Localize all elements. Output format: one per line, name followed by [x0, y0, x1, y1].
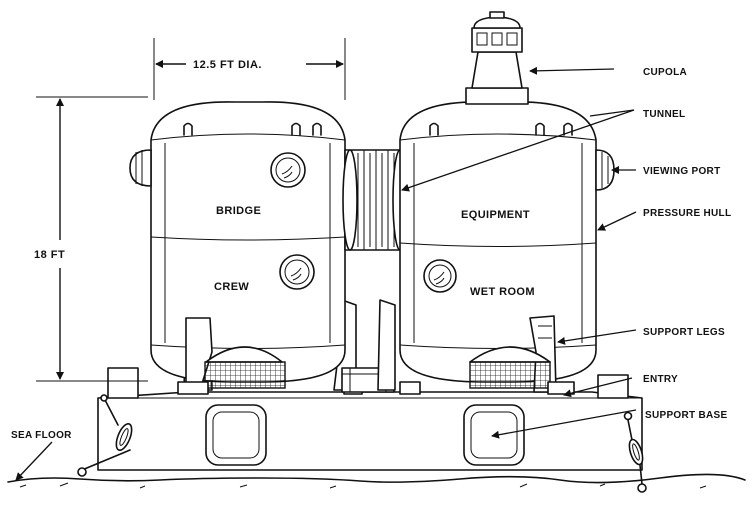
callout-viewing-port: VIEWING PORT [611, 166, 721, 177]
diameter-label: 12.5 FT DIA. [193, 59, 262, 71]
room-label-equipment: EQUIPMENT [461, 209, 530, 221]
callout-tunnel: TUNNEL [401, 109, 685, 192]
callout-pressure-hull: PRESSURE HULL [597, 208, 731, 231]
callout-sea-floor-label: SEA FLOOR [11, 430, 72, 441]
callout-support-base: SUPPORT BASE [491, 409, 728, 439]
callout-cupola: CUPOLA [529, 66, 687, 78]
callout-tunnel-label: TUNNEL [643, 109, 685, 120]
height-dimension: 18 FT [34, 96, 148, 382]
room-label-wet-room: WET ROOM [470, 286, 535, 298]
callout-support-base-label: SUPPORT BASE [645, 410, 728, 421]
callout-pressure-hull-label: PRESSURE HULL [643, 208, 731, 219]
diameter-dimension: 12.5 FT DIA. [153, 38, 346, 100]
callout-support-legs: SUPPORT LEGS [557, 327, 725, 345]
callout-support-legs-label: SUPPORT LEGS [643, 327, 725, 338]
callout-viewing-port-label: VIEWING PORT [643, 166, 721, 177]
sea-floor-line [7, 473, 746, 489]
callout-entry: ENTRY [563, 374, 678, 398]
room-label-bridge: BRIDGE [216, 205, 261, 217]
tunnel [341, 149, 408, 393]
cupola [465, 11, 529, 105]
right-pressure-hull [377, 101, 615, 395]
height-label: 18 FT [34, 249, 65, 261]
left-pressure-hull [129, 101, 363, 395]
callout-entry-label: ENTRY [643, 374, 678, 385]
support-base [97, 367, 643, 471]
callout-cupola-label: CUPOLA [643, 67, 687, 78]
anchor-chain-right [623, 411, 647, 493]
callout-sea-floor: SEA FLOOR [11, 430, 72, 481]
anchor-chain-left [77, 394, 133, 477]
room-label-crew: CREW [214, 281, 249, 293]
